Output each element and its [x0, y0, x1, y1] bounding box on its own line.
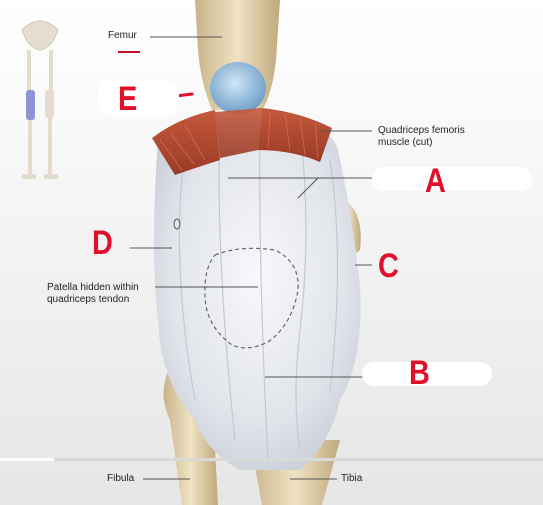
- quadriceps-tendon: [154, 118, 361, 470]
- patella-label-line2: quadriceps tendon: [47, 294, 130, 305]
- fibula-label: Fibula: [107, 473, 135, 484]
- articular-cartilage: [210, 62, 266, 114]
- video-progress-bar[interactable]: [0, 458, 543, 461]
- tibia-label: Tibia: [341, 473, 363, 484]
- handwritten-b: B: [409, 354, 430, 392]
- skeleton-thumbnail-icon: [21, 20, 59, 179]
- handwritten-a: A: [425, 162, 446, 200]
- callout-lines: [130, 36, 372, 480]
- quadriceps-muscle-mid: [215, 108, 262, 158]
- patella-outline: [204, 247, 299, 349]
- quadriceps-label-line2: muscle (cut): [378, 137, 433, 148]
- bursa-marker: [173, 218, 181, 230]
- label-e-backdrop: [97, 80, 179, 116]
- handwritten-e: E: [118, 80, 138, 118]
- label-b-backdrop: [362, 362, 492, 386]
- femur-label: Femur: [108, 30, 137, 41]
- label-a-backdrop: [372, 167, 532, 191]
- patella-label-line1: Patella hidden within: [47, 282, 139, 293]
- quadriceps-muscle-right: [258, 108, 332, 162]
- quadriceps-muscle-cut: [152, 110, 220, 175]
- handwritten-d: D: [92, 224, 113, 262]
- quadriceps-label-line1: Quadriceps femoris: [378, 125, 465, 136]
- video-progress-fill: [0, 458, 55, 461]
- handwritten-c: C: [378, 247, 399, 285]
